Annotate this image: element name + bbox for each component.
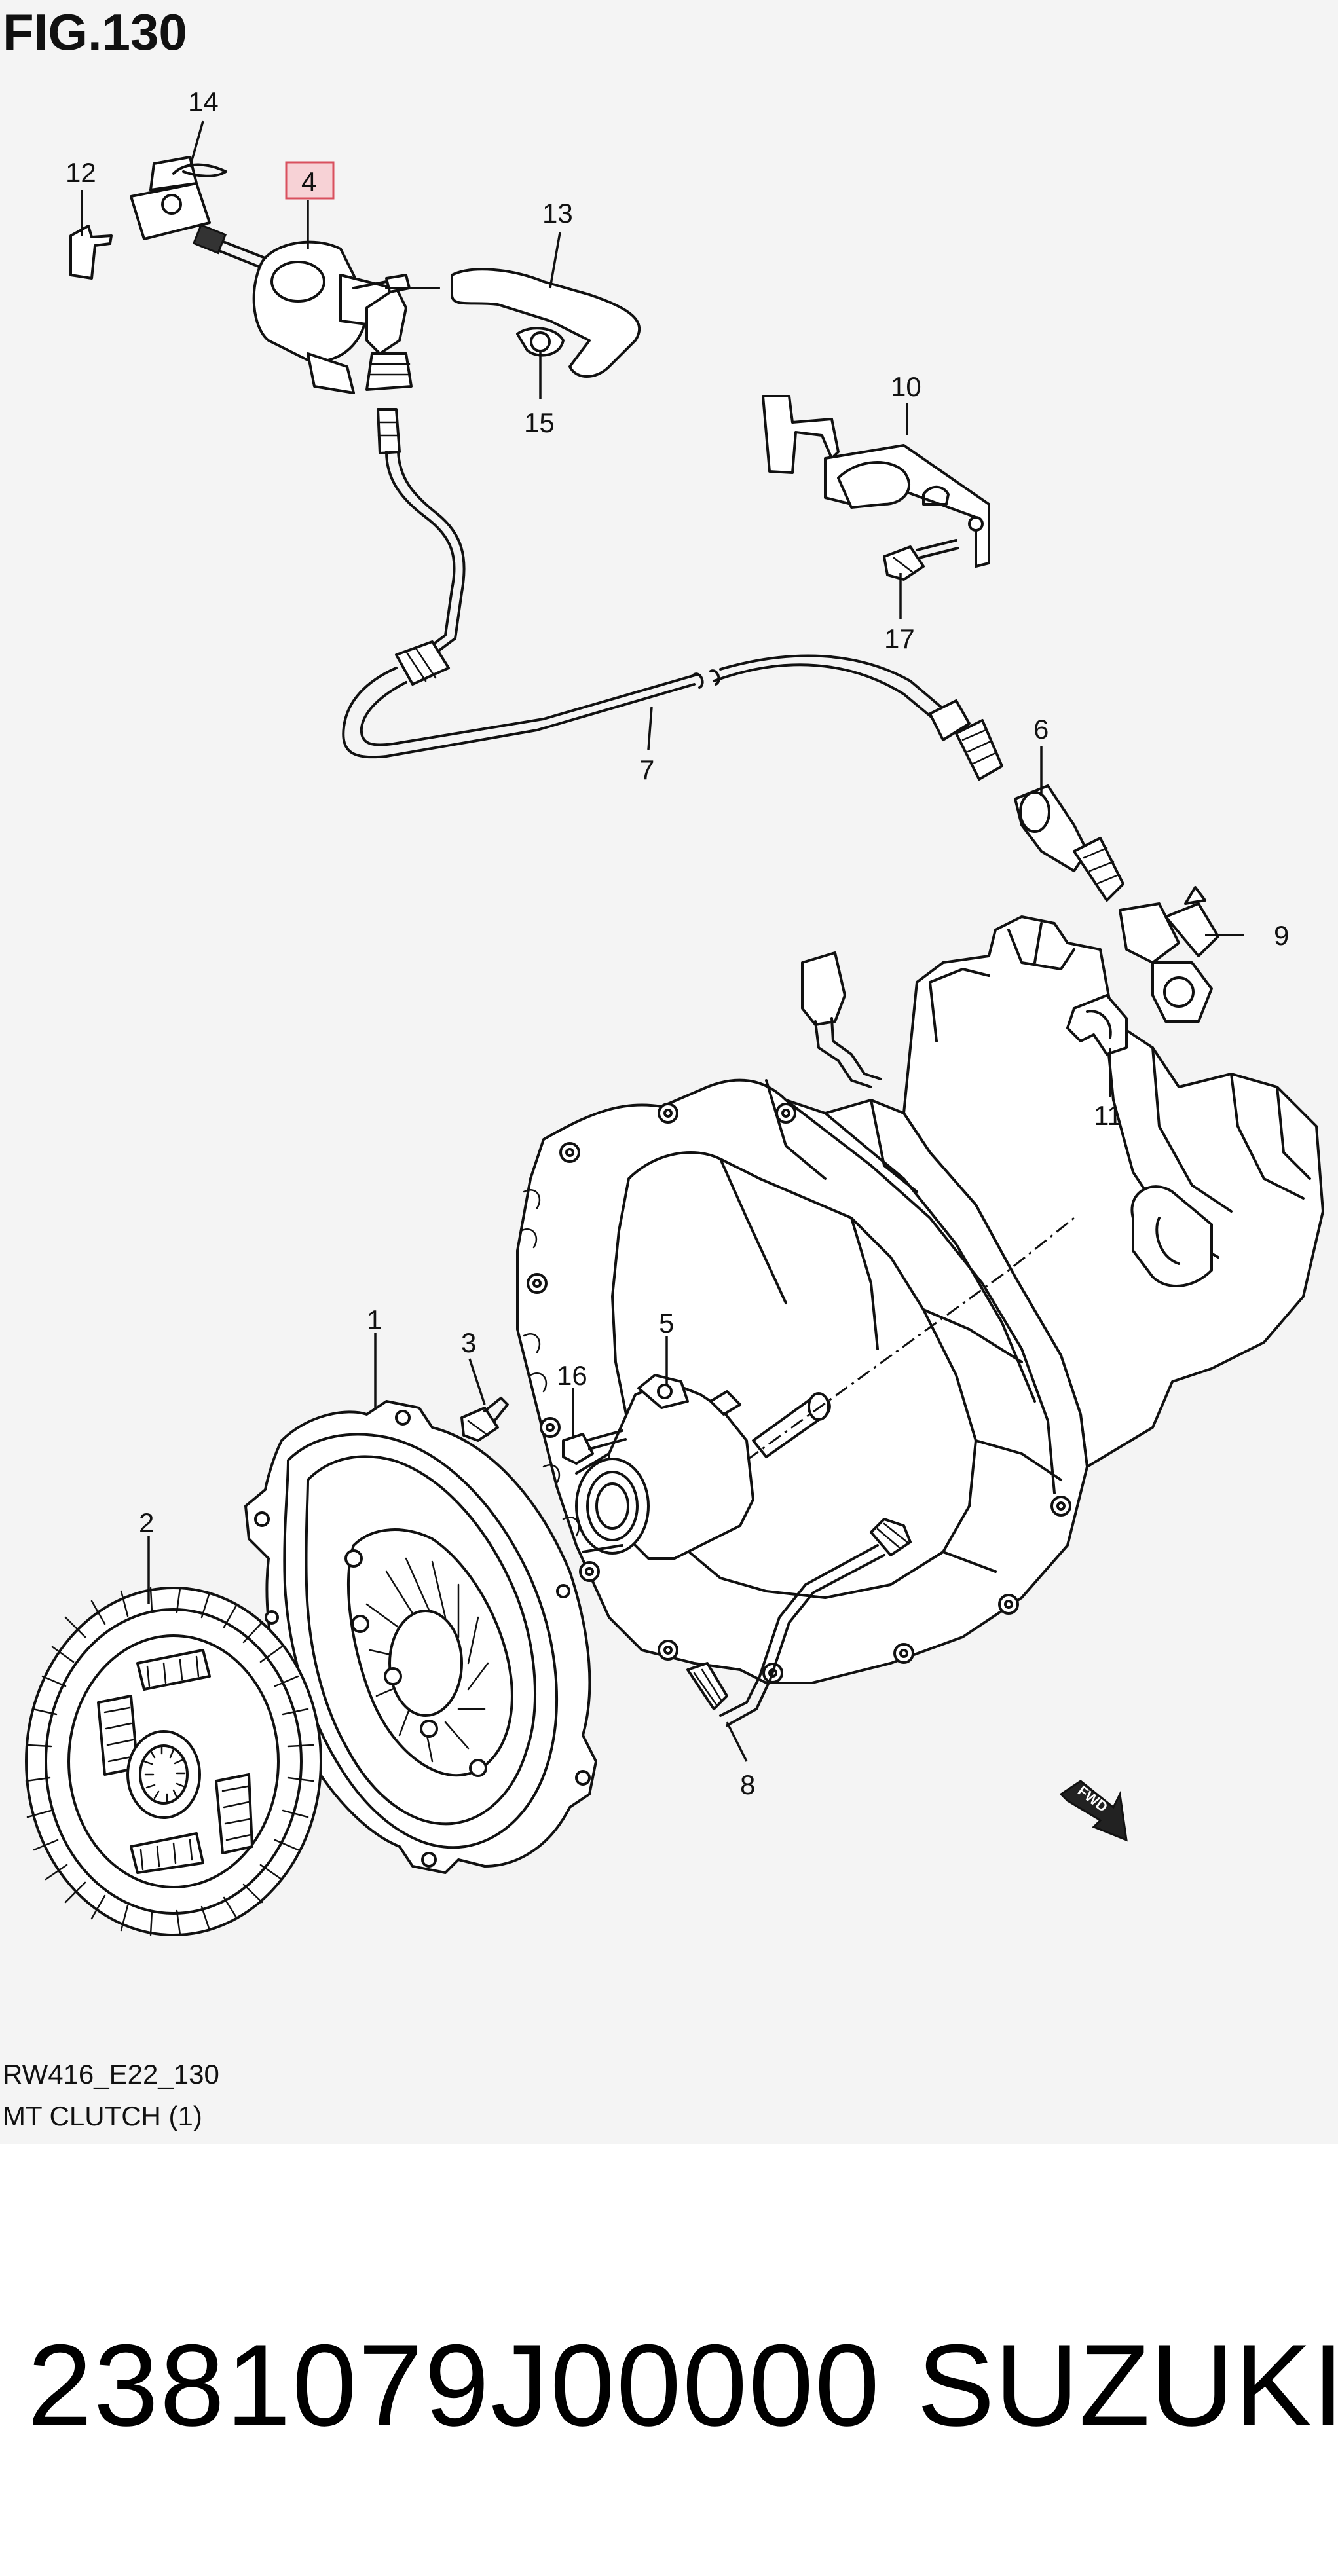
master-cylinder [69,156,413,394]
exploded-parts-diagram: FWD 14 4 12 13 15 10 17 7 6 9 11 1 3 [25,86,1324,1936]
part-number: 2381079J00000 [28,2320,881,2450]
callout-1: 1 [367,1304,382,1335]
release-bearing [575,1374,754,1560]
reservoir-hose [385,268,641,378]
callout-16: 16 [557,1360,587,1391]
highlight-box-part-4 [285,161,335,200]
callout-5: 5 [659,1308,674,1338]
callout-8: 8 [740,1769,755,1800]
bracket-bolt [883,539,959,581]
bleeder-fitting [1119,886,1219,1023]
callout-11: 11 [1094,1100,1123,1131]
callout-15: 15 [524,407,555,438]
bearing-bolt [562,1429,627,1465]
clutch-hose [342,654,1003,781]
section-title: MT CLUTCH (1) [3,2101,202,2131]
clutch-disc [25,1587,322,1936]
callout-6: 6 [1033,714,1049,745]
clutch-pipe [377,408,466,686]
model-code: RW416_E22_130 [3,2059,219,2089]
pipe-connector [1014,784,1124,902]
figure-title: FIG.130 [3,3,187,61]
clutch-cover [244,1400,597,1874]
callout-13: 13 [542,198,573,229]
callout-14: 14 [188,86,219,117]
hose-clip [1066,994,1128,1056]
callout-17: 17 [884,623,915,654]
friction-lining [25,1587,314,1936]
callout-3: 3 [461,1327,476,1358]
transmission-case [516,915,1324,1684]
release-pipe [686,1518,912,1727]
callout-12: 12 [65,157,96,188]
fwd-arrow: FWD [1059,1780,1128,1842]
callout-9: 9 [1274,920,1289,951]
brand-name: SUZUKI [917,2320,1338,2450]
cover-bolt [460,1397,509,1442]
callout-7: 7 [639,754,654,785]
leader-lines [81,120,1244,1762]
callout-4: 4 [301,166,316,197]
callout-2: 2 [139,1507,154,1538]
callout-10: 10 [891,371,921,402]
pipe-bracket [762,395,990,568]
callout-labels: 14 4 12 13 15 10 17 7 6 9 11 1 3 5 16 2 … [65,86,1289,1800]
